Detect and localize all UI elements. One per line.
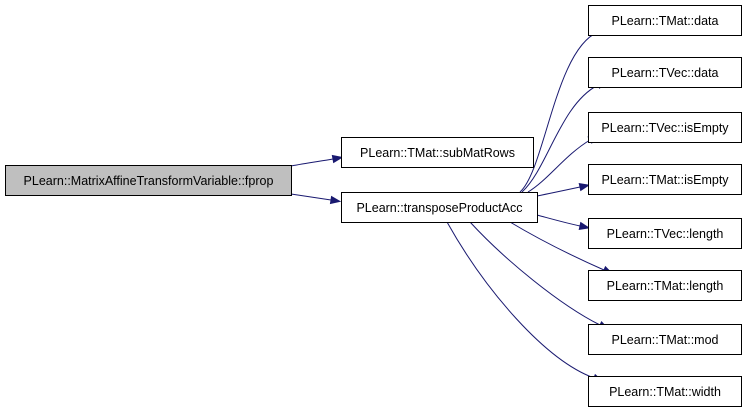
arrowhead-icon xyxy=(329,195,342,205)
edge-line xyxy=(509,221,605,271)
node-label: PLearn::TVec::data xyxy=(611,66,718,80)
node-tmat_isEmpty[interactable]: PLearn::TMat::isEmpty xyxy=(588,164,742,195)
edge-line xyxy=(536,214,581,227)
edge-fprop-to-transposeProductAcc xyxy=(290,193,342,205)
edge-line xyxy=(536,186,581,197)
node-label: PLearn::transposeProductAcc xyxy=(356,201,522,215)
node-box[interactable] xyxy=(588,112,742,143)
arrowhead-icon xyxy=(578,221,591,231)
edge-transposeProductAcc-to-tmat_width xyxy=(446,221,604,382)
node-label: PLearn::TMat::width xyxy=(609,385,721,399)
edge-line xyxy=(521,84,599,193)
node-tmat_mod[interactable]: PLearn::TMat::mod xyxy=(588,324,742,355)
edge-fprop-to-subMatRows xyxy=(290,154,344,167)
edge-transposeProductAcc-to-tvec_length xyxy=(536,214,591,231)
node-box[interactable] xyxy=(588,376,742,407)
node-transposeProductAcc[interactable]: PLearn::transposeProductAcc xyxy=(341,192,538,223)
node-label: PLearn::TMat::data xyxy=(611,14,718,28)
node-box[interactable] xyxy=(588,218,742,249)
edge-transposeProductAcc-to-tvec_isEmpty xyxy=(527,134,599,193)
node-tmat_data[interactable]: PLearn::TMat::data xyxy=(588,5,742,36)
node-subMatRows[interactable]: PLearn::TMat::subMatRows xyxy=(341,137,534,168)
node-fprop[interactable]: PLearn::MatrixAffineTransformVariable::f… xyxy=(5,165,292,196)
node-label: PLearn::TMat::length xyxy=(607,279,724,293)
edge-line xyxy=(290,193,332,201)
node-box[interactable] xyxy=(341,137,534,168)
arrowhead-icon xyxy=(331,154,344,164)
node-label: PLearn::MatrixAffineTransformVariable::f… xyxy=(24,174,274,188)
edge-line xyxy=(446,221,595,379)
node-label: PLearn::TMat::subMatRows xyxy=(360,146,515,160)
edge-line xyxy=(469,221,601,326)
node-box[interactable] xyxy=(5,165,292,196)
node-tvec_isEmpty[interactable]: PLearn::TVec::isEmpty xyxy=(588,112,742,143)
node-tvec_data[interactable]: PLearn::TVec::data xyxy=(588,57,742,88)
node-label: PLearn::TMat::mod xyxy=(612,333,719,347)
edge-line xyxy=(527,139,591,193)
node-tvec_length[interactable]: PLearn::TVec::length xyxy=(588,218,742,249)
node-tmat_width[interactable]: PLearn::TMat::width xyxy=(588,376,742,407)
node-label: PLearn::TVec::isEmpty xyxy=(601,121,729,135)
node-box[interactable] xyxy=(341,192,538,223)
node-box[interactable] xyxy=(588,270,742,301)
edge-transposeProductAcc-to-tmat_isEmpty xyxy=(536,182,591,197)
arrowhead-icon xyxy=(578,182,591,192)
node-box[interactable] xyxy=(588,5,742,36)
edge-line xyxy=(519,31,599,193)
node-box[interactable] xyxy=(588,164,742,195)
node-box[interactable] xyxy=(588,57,742,88)
node-label: PLearn::TMat::isEmpty xyxy=(601,173,729,187)
nodes-layer: PLearn::MatrixAffineTransformVariable::f… xyxy=(5,5,742,407)
node-tmat_length[interactable]: PLearn::TMat::length xyxy=(588,270,742,301)
node-label: PLearn::TVec::length xyxy=(607,227,724,241)
edge-line xyxy=(290,158,334,167)
node-box[interactable] xyxy=(588,324,742,355)
